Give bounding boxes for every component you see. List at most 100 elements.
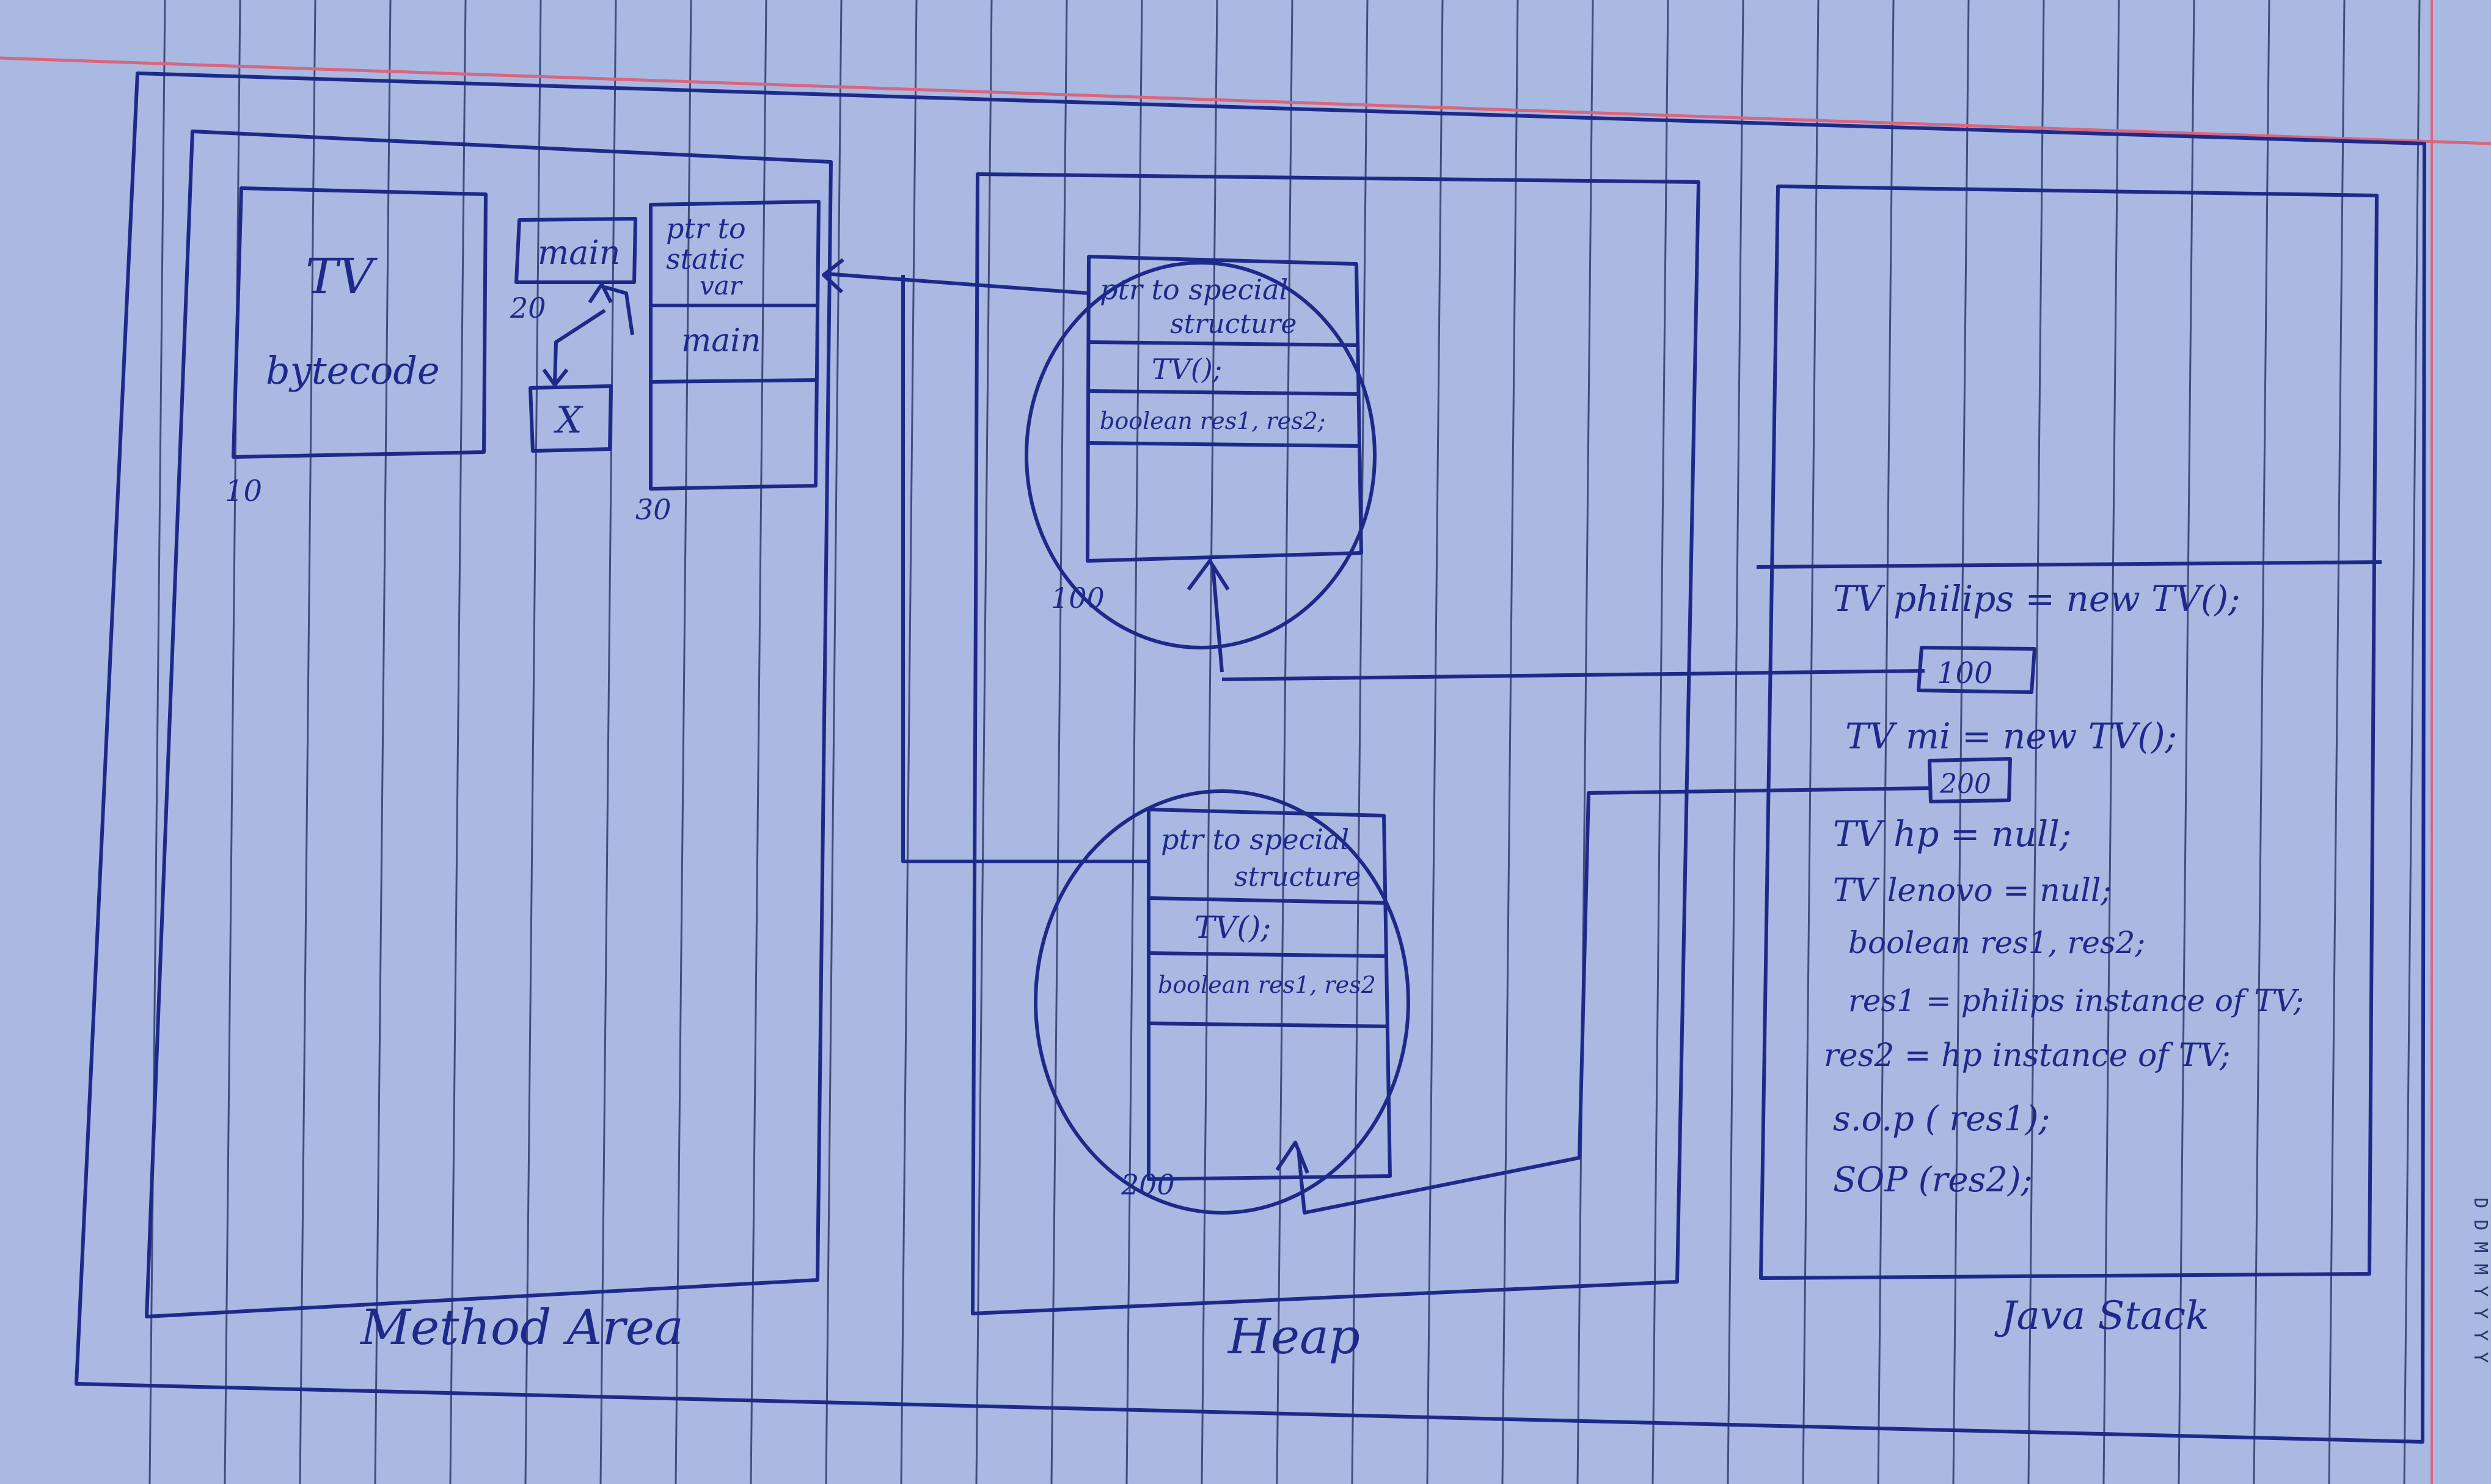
main-to-x-arrow	[553, 309, 606, 384]
method-area-frame	[145, 130, 833, 1318]
stack-code-line-9: SOP (res2);	[1833, 1160, 2033, 1200]
arrowhead-left	[822, 258, 844, 294]
heap-object-2-arrowhead	[1275, 1141, 1309, 1174]
ruling-line	[1351, 0, 1369, 1484]
heap-object-2-row3: boolean res1, res2	[1158, 971, 1376, 998]
ruling-line	[1050, 0, 1068, 1484]
heap-object-1-divider-1	[1088, 340, 1358, 347]
ruling-line	[299, 0, 316, 1484]
method-area-outer-frame	[75, 71, 2426, 1444]
ruling-line	[2403, 0, 2421, 1484]
static-block-address: 30	[635, 493, 671, 526]
ref-box-100	[1917, 646, 2036, 694]
heap-object-1-pointer	[1211, 565, 1224, 673]
stack-code-line-4: TV lenovo = null;	[1833, 872, 2112, 909]
ruling-line	[1802, 0, 1820, 1484]
ruling-line	[825, 0, 843, 1484]
ruling-line	[1276, 0, 1293, 1484]
heap-object-1-arrowhead	[1187, 559, 1230, 591]
ruling-line	[1201, 0, 1218, 1484]
ruling-line	[148, 0, 166, 1484]
heap-frame	[971, 172, 1700, 1315]
stack-code-line-5: boolean res1, res2;	[1848, 925, 2145, 960]
heap-object-1-divider-2	[1088, 389, 1359, 396]
java-stack-label: Java Stack	[1994, 1293, 2209, 1339]
arrowhead-up	[588, 282, 613, 304]
ruling-line	[750, 0, 767, 1484]
heap-object-1-row1-line2: structure	[1170, 309, 1297, 340]
heap-object-2-box	[1147, 808, 1392, 1181]
heap-object-2-divider-3	[1148, 1022, 1389, 1028]
stack-code-line-1: TV philips = new TV();	[1833, 578, 2240, 620]
ruling-line	[1877, 0, 1895, 1484]
ruling-line	[1125, 0, 1143, 1484]
class-name-text: TV	[305, 248, 378, 305]
heap-object-1-box	[1086, 255, 1363, 563]
ref-100-text: 100	[1937, 656, 1993, 690]
x-box	[529, 384, 613, 453]
stack-code-line-3: TV hp = null;	[1833, 813, 2071, 855]
object2-to-static-pointer	[901, 275, 1149, 863]
notebook-rulings	[148, 0, 2421, 1484]
heap-label: Heap	[1227, 1308, 1360, 1365]
static-var-divider-2	[650, 378, 818, 384]
heap-object-2-row1-line2: structure	[1234, 861, 1361, 893]
stack-code-line-7: res2 = hp instance of TV;	[1824, 1037, 2231, 1074]
ruling-line	[2253, 0, 2270, 1484]
stack-ref-200-to-object2	[1297, 786, 1931, 1215]
ruling-line	[975, 0, 993, 1484]
ruling-line	[900, 0, 918, 1484]
heap-object-2-row2: TV();	[1194, 910, 1271, 945]
ruling-line	[374, 0, 392, 1484]
main-method-box	[514, 217, 637, 284]
heap-object-1-row3: boolean res1, res2;	[1100, 408, 1326, 434]
heap-object-1-address: 100	[1051, 582, 1105, 615]
static-block-main: main	[681, 323, 761, 359]
ruling-line	[449, 0, 467, 1484]
margin-line	[0, 56, 2491, 145]
x-to-main-arrow	[604, 285, 634, 335]
method-area-label: Method Area	[359, 1299, 684, 1356]
ruling-line	[599, 0, 617, 1484]
bytecode-text: bytecode	[266, 348, 440, 393]
ruling-line	[1727, 0, 1744, 1484]
static-block-line-1: ptr to	[666, 212, 746, 245]
stack-code-line-2: TV mi = new TV();	[1845, 715, 2177, 757]
heap-area	[971, 172, 1700, 1315]
heap-object-1-row2: TV();	[1152, 353, 1222, 386]
heap-object-1-ellipse	[1025, 261, 1377, 649]
heap-object-2-address: 200	[1121, 1168, 1175, 1201]
heap-object-2-row1-line1: ptr to special	[1161, 823, 1349, 856]
class-address: 10	[225, 474, 262, 508]
ruling-line	[2102, 0, 2120, 1484]
stack-code-line-6: res1 = philips instance of TV;	[1848, 983, 2304, 1018]
main-box-label: main	[538, 233, 620, 272]
ruling-line	[675, 0, 692, 1484]
heap-object-1-row1-line1: ptr to special	[1100, 273, 1288, 306]
static-block-line-3: var	[700, 271, 744, 301]
connectors	[822, 258, 1931, 1215]
stack-ref-100-to-object1	[1221, 669, 1925, 681]
heap-object-2-divider-2	[1148, 951, 1388, 958]
static-block-line-2: static	[666, 243, 744, 276]
ref-200-text: 200	[1939, 769, 1991, 800]
heap-object-2-ellipse	[1034, 789, 1410, 1215]
ruling-line	[1652, 0, 1669, 1484]
static-var-block	[649, 200, 821, 491]
ruling-line	[2178, 0, 2195, 1484]
ruling-line	[1576, 0, 1594, 1484]
class-bytecode-box	[232, 186, 488, 459]
ruling-line	[224, 0, 241, 1484]
ruling-line	[1501, 0, 1519, 1484]
java-stack-divider	[1756, 560, 2382, 569]
method-area	[75, 71, 2426, 1444]
stack-code-line-8: s.o.p ( res1);	[1833, 1099, 2050, 1139]
date-corner-text: D D M M Y Y Y Y	[2470, 1197, 2491, 1363]
ruling-line	[1426, 0, 1444, 1484]
x-box-label: X	[554, 399, 583, 442]
object1-to-static-pointer	[824, 272, 1089, 295]
heap-object-2-divider-1	[1148, 896, 1388, 905]
diagram-text: TV bytecode 10 main 20 X ptr to static v…	[225, 212, 2491, 1365]
ruling-line	[1952, 0, 1970, 1484]
